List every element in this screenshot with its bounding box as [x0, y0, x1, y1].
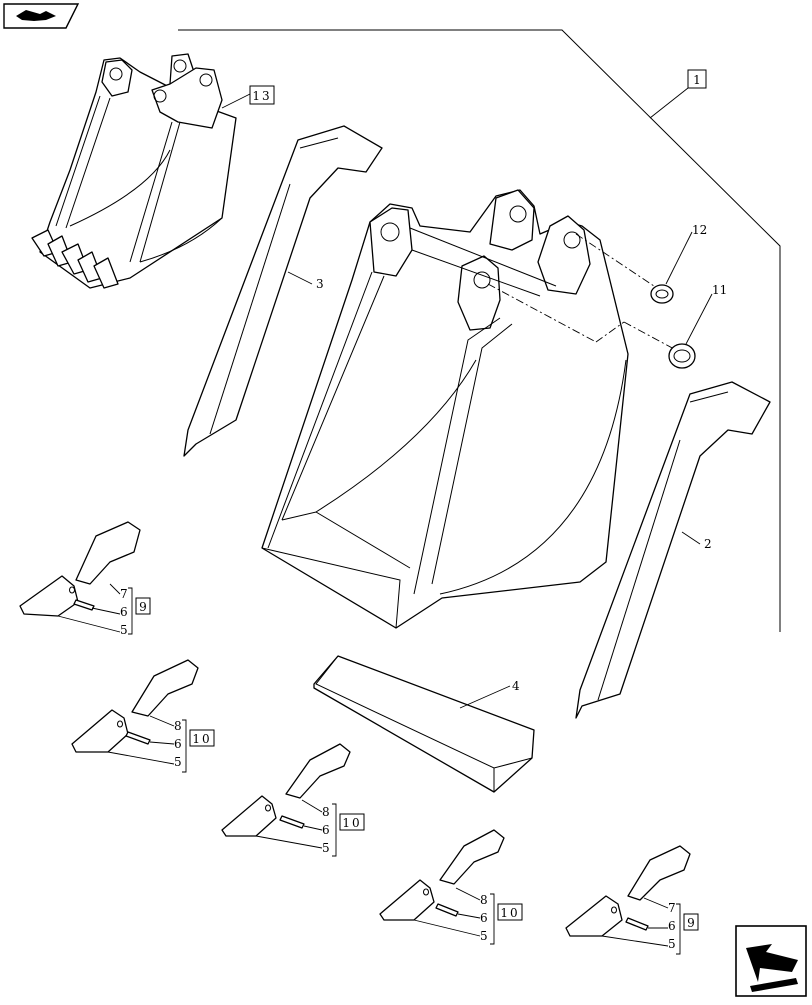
svg-text:10: 10	[192, 732, 211, 746]
svg-text:5: 5	[322, 841, 330, 855]
callout-13: 13	[249, 85, 275, 105]
callout-1-frame	[178, 29, 781, 632]
tooth-group-4: 10 8 6 5	[379, 829, 523, 945]
callout-2: 2	[704, 537, 712, 551]
callout-1: 1	[687, 69, 707, 89]
main-bucket	[261, 189, 677, 629]
svg-text:7: 7	[668, 901, 676, 915]
tooth-group-3: 10 8 6 5	[221, 743, 365, 857]
side-cutter-left	[183, 125, 383, 457]
callout-11: 11	[712, 283, 727, 297]
svg-text:6: 6	[480, 911, 488, 925]
svg-text:5: 5	[174, 755, 182, 769]
svg-text:6: 6	[668, 919, 676, 933]
svg-text:10: 10	[342, 816, 361, 830]
bushing-12	[650, 284, 674, 304]
side-cutter-right	[575, 381, 771, 719]
tooth-group-1: 9 7 6 5	[19, 521, 151, 637]
svg-text:9: 9	[139, 600, 147, 614]
callout-3: 3	[316, 277, 324, 291]
svg-text:7: 7	[120, 587, 128, 601]
svg-text:6: 6	[174, 737, 182, 751]
bushing-11	[668, 343, 696, 369]
svg-text:10: 10	[500, 906, 519, 920]
callout-4: 4	[512, 679, 520, 693]
svg-text:9: 9	[687, 916, 695, 930]
svg-text:13: 13	[252, 89, 271, 103]
svg-text:5: 5	[480, 929, 488, 943]
callout-12: 12	[692, 223, 707, 237]
svg-text:6: 6	[120, 605, 128, 619]
svg-text:8: 8	[480, 893, 488, 907]
svg-text:1: 1	[693, 73, 701, 87]
catalog-page-icon[interactable]	[3, 3, 80, 29]
tooth-group-5: 9 7 6 5	[565, 845, 699, 955]
svg-text:8: 8	[322, 805, 330, 819]
svg-text:5: 5	[120, 623, 128, 637]
small-bucket-assembly	[31, 53, 237, 289]
svg-text:8: 8	[174, 719, 182, 733]
next-page-arrow-icon[interactable]	[735, 925, 807, 997]
cutting-edge	[313, 655, 535, 793]
svg-text:6: 6	[322, 823, 330, 837]
svg-text:5: 5	[668, 937, 676, 951]
tooth-group-2: 10 8 6 5	[71, 659, 215, 773]
